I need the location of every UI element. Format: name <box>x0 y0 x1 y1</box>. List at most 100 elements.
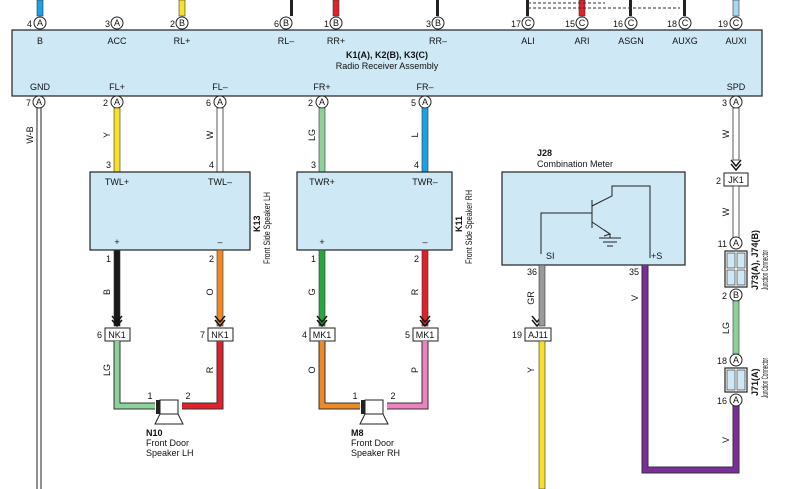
pin-conn: B <box>179 18 185 28</box>
pin-number: 19 <box>718 19 728 29</box>
svg-text:TWL+: TWL+ <box>105 177 129 187</box>
pin-label: AUXG <box>672 36 698 46</box>
svg-text:1: 1 <box>147 391 152 401</box>
svg-text:1: 1 <box>106 254 111 264</box>
svg-text:3: 3 <box>106 160 111 170</box>
k11-name: Front Side Speaker RH <box>464 190 474 264</box>
pin-label: AUXI <box>725 36 746 46</box>
svg-text:MK1: MK1 <box>416 330 435 340</box>
pin-ari-top: 15 C ARI <box>565 16 590 46</box>
pin-conn: A <box>114 97 120 107</box>
svg-text:A: A <box>733 238 739 248</box>
svg-text:AJ11: AJ11 <box>528 330 548 340</box>
svg-text:A: A <box>733 395 739 405</box>
svg-text:35: 35 <box>629 267 639 277</box>
connector-nk1-7: 7 NK1 <box>200 327 234 342</box>
pin-conn: C <box>579 18 586 28</box>
pin-conn: A <box>36 97 42 107</box>
svg-text:4: 4 <box>209 160 214 170</box>
svg-text:16: 16 <box>717 396 727 406</box>
svg-text:NK1: NK1 <box>211 330 229 340</box>
pin-label: RL+ <box>174 36 191 46</box>
n10-id: N10 <box>146 428 163 438</box>
wire-si: GR <box>526 264 546 327</box>
pin-label: FL+ <box>109 82 125 92</box>
pin-label: RR+ <box>327 36 345 46</box>
pin-label: FR+ <box>313 82 330 92</box>
svg-text:Front Door: Front Door <box>146 438 189 448</box>
wire-gnd: W-B <box>25 108 42 489</box>
svg-text:36: 36 <box>527 267 537 277</box>
pin-frminus: FR– 5 A <box>411 82 434 109</box>
pin-number: 6 <box>206 98 211 108</box>
m8-id: M8 <box>351 428 364 438</box>
pin-number: 6 <box>274 19 279 29</box>
k13-id: K13 <box>252 215 262 232</box>
pin-label: B <box>37 36 43 46</box>
wire-n10-right: R <box>182 341 224 410</box>
pin-label: ARI <box>574 36 589 46</box>
pin-number: 7 <box>26 98 31 108</box>
svg-text:2: 2 <box>209 254 214 264</box>
speaker-m8: 1 2 M8 Front Door Speaker RH <box>351 391 400 458</box>
connector-mk1-5: 5 MK1 <box>405 327 439 342</box>
j71-title: J71(A) <box>750 368 760 396</box>
svg-text:R: R <box>410 288 420 295</box>
component-k13: 3 4 TWL+ TWL– + – K13 Front Side Speaker… <box>89 160 272 264</box>
pin-gnd: GND 7 A <box>26 82 51 109</box>
pin-number: 17 <box>511 19 521 29</box>
j28-name: Combination Meter <box>537 159 613 169</box>
pin-label: RL– <box>278 36 295 46</box>
pin-conn: A <box>114 18 120 28</box>
svg-text:B: B <box>102 289 112 295</box>
svg-text:R: R <box>205 366 215 373</box>
pin-auxi-top: 19 C AUXI <box>718 16 747 46</box>
pin-number: 2 <box>103 98 108 108</box>
svg-text:2: 2 <box>414 254 419 264</box>
wire-aj11-out: Y <box>526 340 546 489</box>
pin-label: GND <box>30 82 51 92</box>
pin-conn: B <box>435 18 441 28</box>
pin-rrplus-top: 1 B RR+ <box>324 16 345 46</box>
svg-text:4: 4 <box>302 330 307 340</box>
pin-acc-top: 3 A ACC <box>105 16 127 46</box>
svg-text:O: O <box>307 366 317 373</box>
top-stub-wires <box>36 0 740 17</box>
svg-text:2: 2 <box>185 391 190 401</box>
wire-spd: W <box>721 107 740 161</box>
svg-text:6: 6 <box>97 330 102 340</box>
wire-jk1-out: W <box>721 185 740 239</box>
wire-n10-left: LG <box>102 341 155 410</box>
svg-text:G: G <box>307 288 317 295</box>
pin-number: 16 <box>613 19 623 29</box>
svg-text:TWR+: TWR+ <box>309 177 335 187</box>
svg-text:TWR–: TWR– <box>412 177 438 187</box>
pin-frplus: FR+ 2 A <box>308 82 331 109</box>
pin-number: 3 <box>426 19 431 29</box>
pin-conn: A <box>37 18 43 28</box>
wire-color-label: L <box>410 132 420 137</box>
pin-label: FR– <box>416 82 433 92</box>
svg-text:7: 7 <box>200 330 205 340</box>
svg-text:5: 5 <box>405 330 410 340</box>
pin-conn: C <box>628 18 635 28</box>
component-k11: 3 4 TWR+ TWR– + – K11 Front Side Speaker… <box>296 160 474 264</box>
wire-j73-out: LG <box>721 300 740 355</box>
pin-number: 2 <box>170 19 175 29</box>
wire-fl-plus: Y <box>102 107 121 173</box>
wire-m8-right: P <box>387 341 429 410</box>
pin-b-top: 4 A B <box>27 16 47 46</box>
pin-ali-top: 17 C ALI <box>511 16 535 46</box>
wire-m8-left: O <box>307 341 360 410</box>
pin-number: 1 <box>324 19 329 29</box>
svg-text:2: 2 <box>716 176 721 186</box>
radio-top-pins: 4 A B 3 A A C C 2 B RL+ 6 B RL– 1 B RR+ 3 … <box>27 16 747 46</box>
pin-conn: A <box>319 97 325 107</box>
j71-subtitle: Junction Connector <box>760 358 770 398</box>
svg-text:V: V <box>630 295 640 301</box>
pin-label: ALI <box>521 36 535 46</box>
junction-j73: 11 A 2 B J73(A), J74(B) Junction Connect… <box>718 230 770 302</box>
svg-text:18: 18 <box>717 356 727 366</box>
wire-fl-minus: W <box>205 107 224 173</box>
wire-k13-minus: O <box>205 249 224 327</box>
